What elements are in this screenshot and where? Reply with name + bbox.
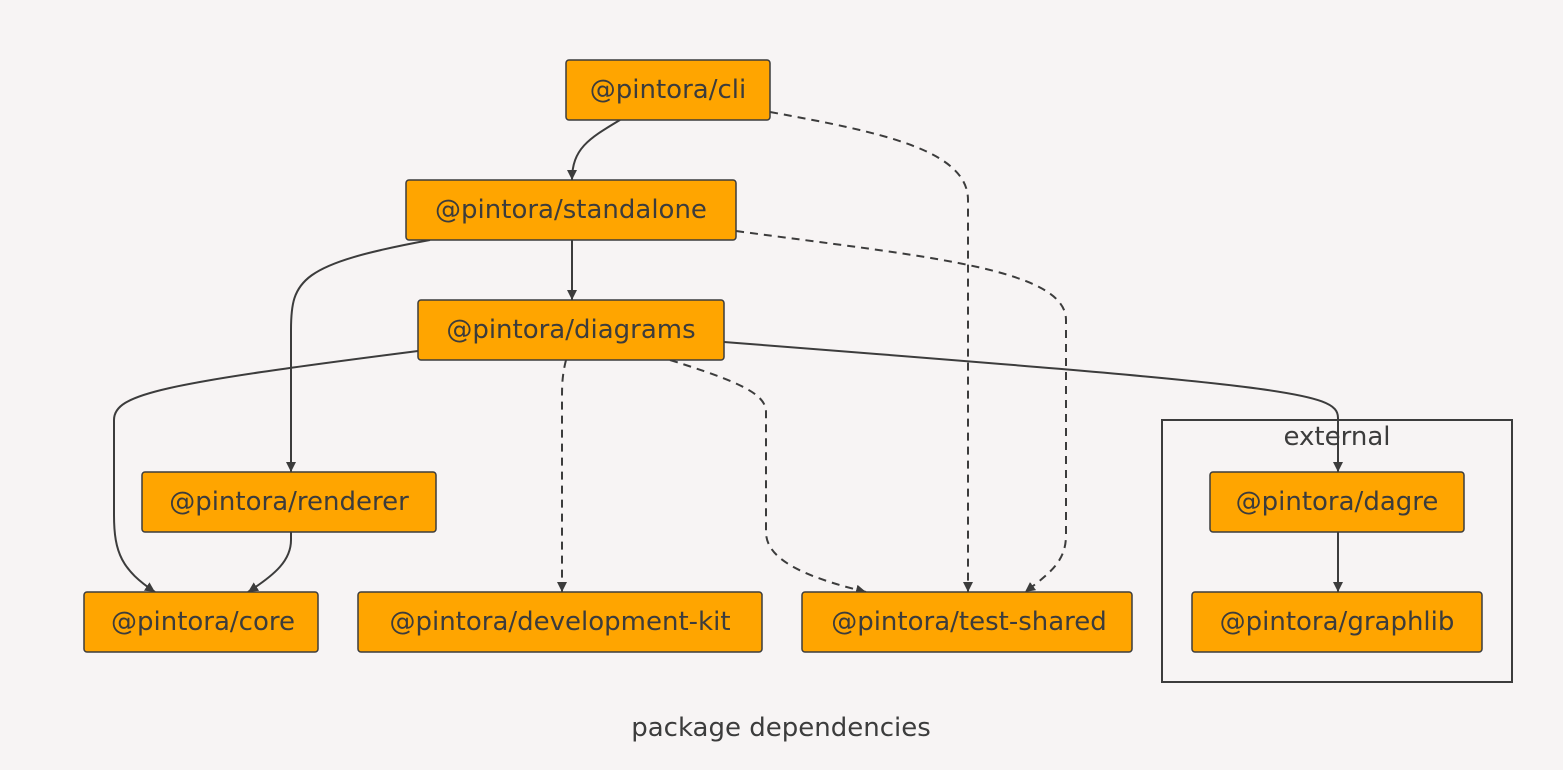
diagram-caption: package dependencies: [631, 713, 931, 743]
node-dagre-label: @pintora/dagre: [1236, 487, 1439, 517]
node-graphlib-label: @pintora/graphlib: [1220, 607, 1455, 637]
edge-diagrams-devkit: [557, 359, 567, 592]
edge-diagrams-testshared: [669, 359, 867, 595]
edges: [113, 111, 1343, 595]
node-standalone-label: @pintora/standalone: [435, 195, 707, 225]
node-diagrams-label: @pintora/diagrams: [446, 315, 695, 345]
edge-standalone-renderer: [286, 239, 431, 472]
node-development-kit: @pintora/development-kit: [357, 591, 763, 653]
edge-diagrams-core: [113, 350, 419, 593]
node-core-label: @pintora/core: [111, 607, 295, 637]
edge-cli-testshared: [769, 111, 973, 592]
edge-diagrams-dagre: [723, 341, 1343, 472]
node-test-shared-label: @pintora/test-shared: [831, 607, 1107, 637]
edge-cli-standalone: [567, 119, 621, 181]
node-cli: @pintora/cli: [565, 59, 771, 121]
edge-standalone-testshared: [735, 230, 1067, 593]
node-test-shared: @pintora/test-shared: [801, 591, 1133, 653]
node-graphlib: @pintora/graphlib: [1191, 591, 1483, 653]
node-core: @pintora/core: [83, 591, 319, 653]
node-standalone: @pintora/standalone: [405, 179, 737, 241]
node-cli-label: @pintora/cli: [590, 75, 746, 105]
node-diagrams: @pintora/diagrams: [417, 299, 725, 361]
node-development-kit-label: @pintora/development-kit: [389, 607, 730, 637]
node-renderer-label: @pintora/renderer: [169, 487, 409, 517]
node-dagre: @pintora/dagre: [1209, 471, 1465, 533]
edge-renderer-core: [247, 532, 292, 593]
node-renderer: @pintora/renderer: [141, 471, 437, 533]
